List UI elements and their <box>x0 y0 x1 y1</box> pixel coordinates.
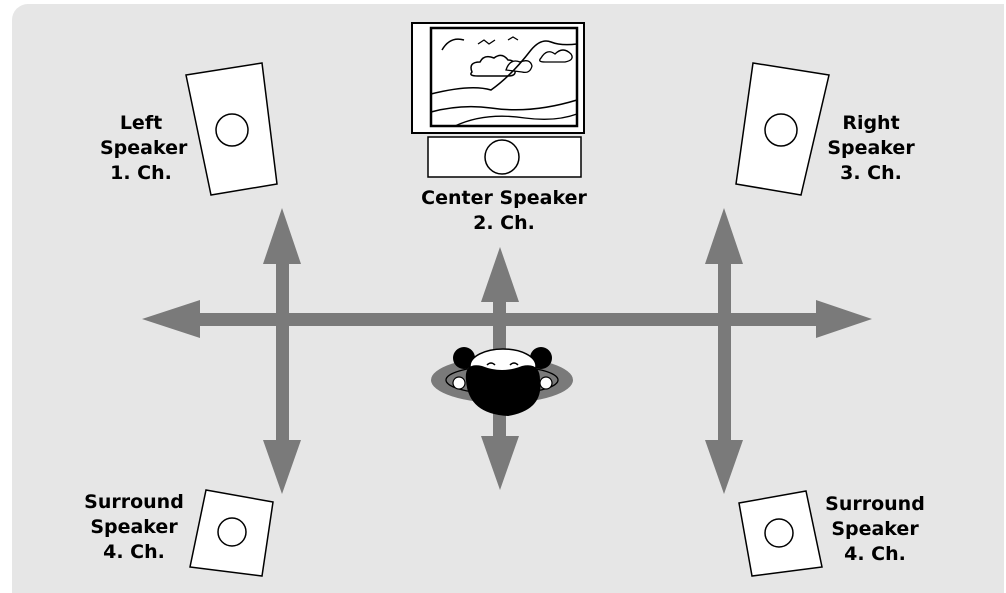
surround-right-label-line2: Speaker <box>831 518 919 540</box>
right-speaker-icon <box>735 62 830 196</box>
left-speaker-icon <box>185 62 278 196</box>
surround-left-label-line3: 4. Ch. <box>103 541 165 563</box>
surround-right-speaker-label: Surround Speaker 4. Ch. <box>816 492 934 567</box>
right-speaker-label-line1: Right <box>842 112 900 134</box>
center-speaker-label-line2: 2. Ch. <box>473 212 535 234</box>
left-speaker-label-line1: Left <box>119 112 163 134</box>
surround-right-speaker-icon <box>738 490 823 577</box>
right-vertical-arrow-shaft <box>718 250 731 455</box>
arrow-left-up-head <box>263 208 301 264</box>
left-vertical-arrow-shaft <box>276 250 289 455</box>
arrow-center-down-head <box>481 436 519 490</box>
horizontal-arrow-shaft <box>190 313 830 326</box>
left-speaker-label-line2: Speaker <box>100 137 188 159</box>
right-speaker-label: Right Speaker 3. Ch. <box>826 111 916 186</box>
arrow-right-head <box>816 300 872 338</box>
listener-icon <box>431 347 573 416</box>
surround-left-label-line2: Speaker <box>90 516 178 538</box>
left-speaker-label-line3: 1. Ch. <box>110 162 172 184</box>
arrow-left-head <box>142 300 200 338</box>
arrow-right-down-head <box>705 440 743 494</box>
arrows <box>142 208 872 494</box>
left-speaker-label: Left Speaker 1. Ch. <box>100 111 188 186</box>
arrow-right-up-head <box>705 208 743 264</box>
surround-right-label-line1: Surround <box>825 493 925 515</box>
center-speaker-icon <box>427 136 582 178</box>
tv-icon <box>411 22 585 134</box>
arrow-center-up-head <box>481 247 519 302</box>
arrow-left-down-head <box>263 440 301 494</box>
surround-left-speaker-label: Surround Speaker 4. Ch. <box>76 490 192 565</box>
center-speaker-label-line1: Center Speaker <box>421 187 587 209</box>
center-speaker-label: Center Speaker 2. Ch. <box>418 186 590 236</box>
right-speaker-label-line3: 3. Ch. <box>840 162 902 184</box>
surround-right-label-line3: 4. Ch. <box>844 543 906 565</box>
right-speaker-label-line2: Speaker <box>827 137 915 159</box>
surround-left-label-line1: Surround <box>84 491 184 513</box>
surround-left-speaker-icon <box>189 489 274 577</box>
